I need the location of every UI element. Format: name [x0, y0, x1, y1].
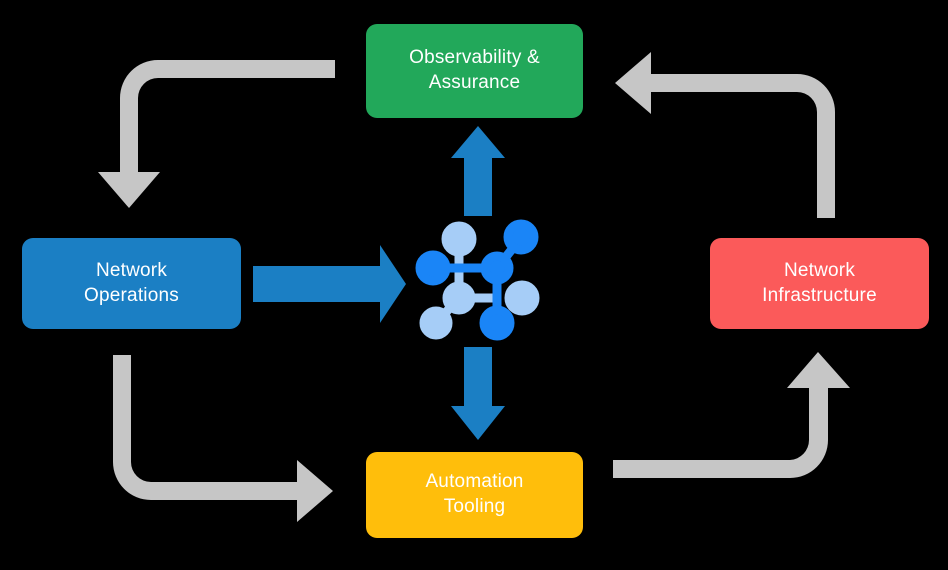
arrow-infrastructure-to-observability [615, 52, 835, 218]
arrow-operations-to-automation [113, 355, 333, 522]
arrow-observability-to-operations [98, 60, 335, 208]
node-network-operations[interactable]: Network Operations [22, 238, 241, 329]
arrow-center-to-automation [451, 347, 505, 440]
arrow-operations-to-center [253, 245, 406, 323]
node-network-infrastructure[interactable]: Network Infrastructure [710, 238, 929, 329]
network-topology-icon [415, 219, 540, 341]
node-automation-tooling[interactable]: Automation Tooling [366, 452, 583, 538]
arrow-automation-to-infrastructure [613, 352, 850, 478]
arrow-center-to-observability [451, 126, 505, 216]
node-observability-assurance[interactable]: Observability & Assurance [366, 24, 583, 118]
